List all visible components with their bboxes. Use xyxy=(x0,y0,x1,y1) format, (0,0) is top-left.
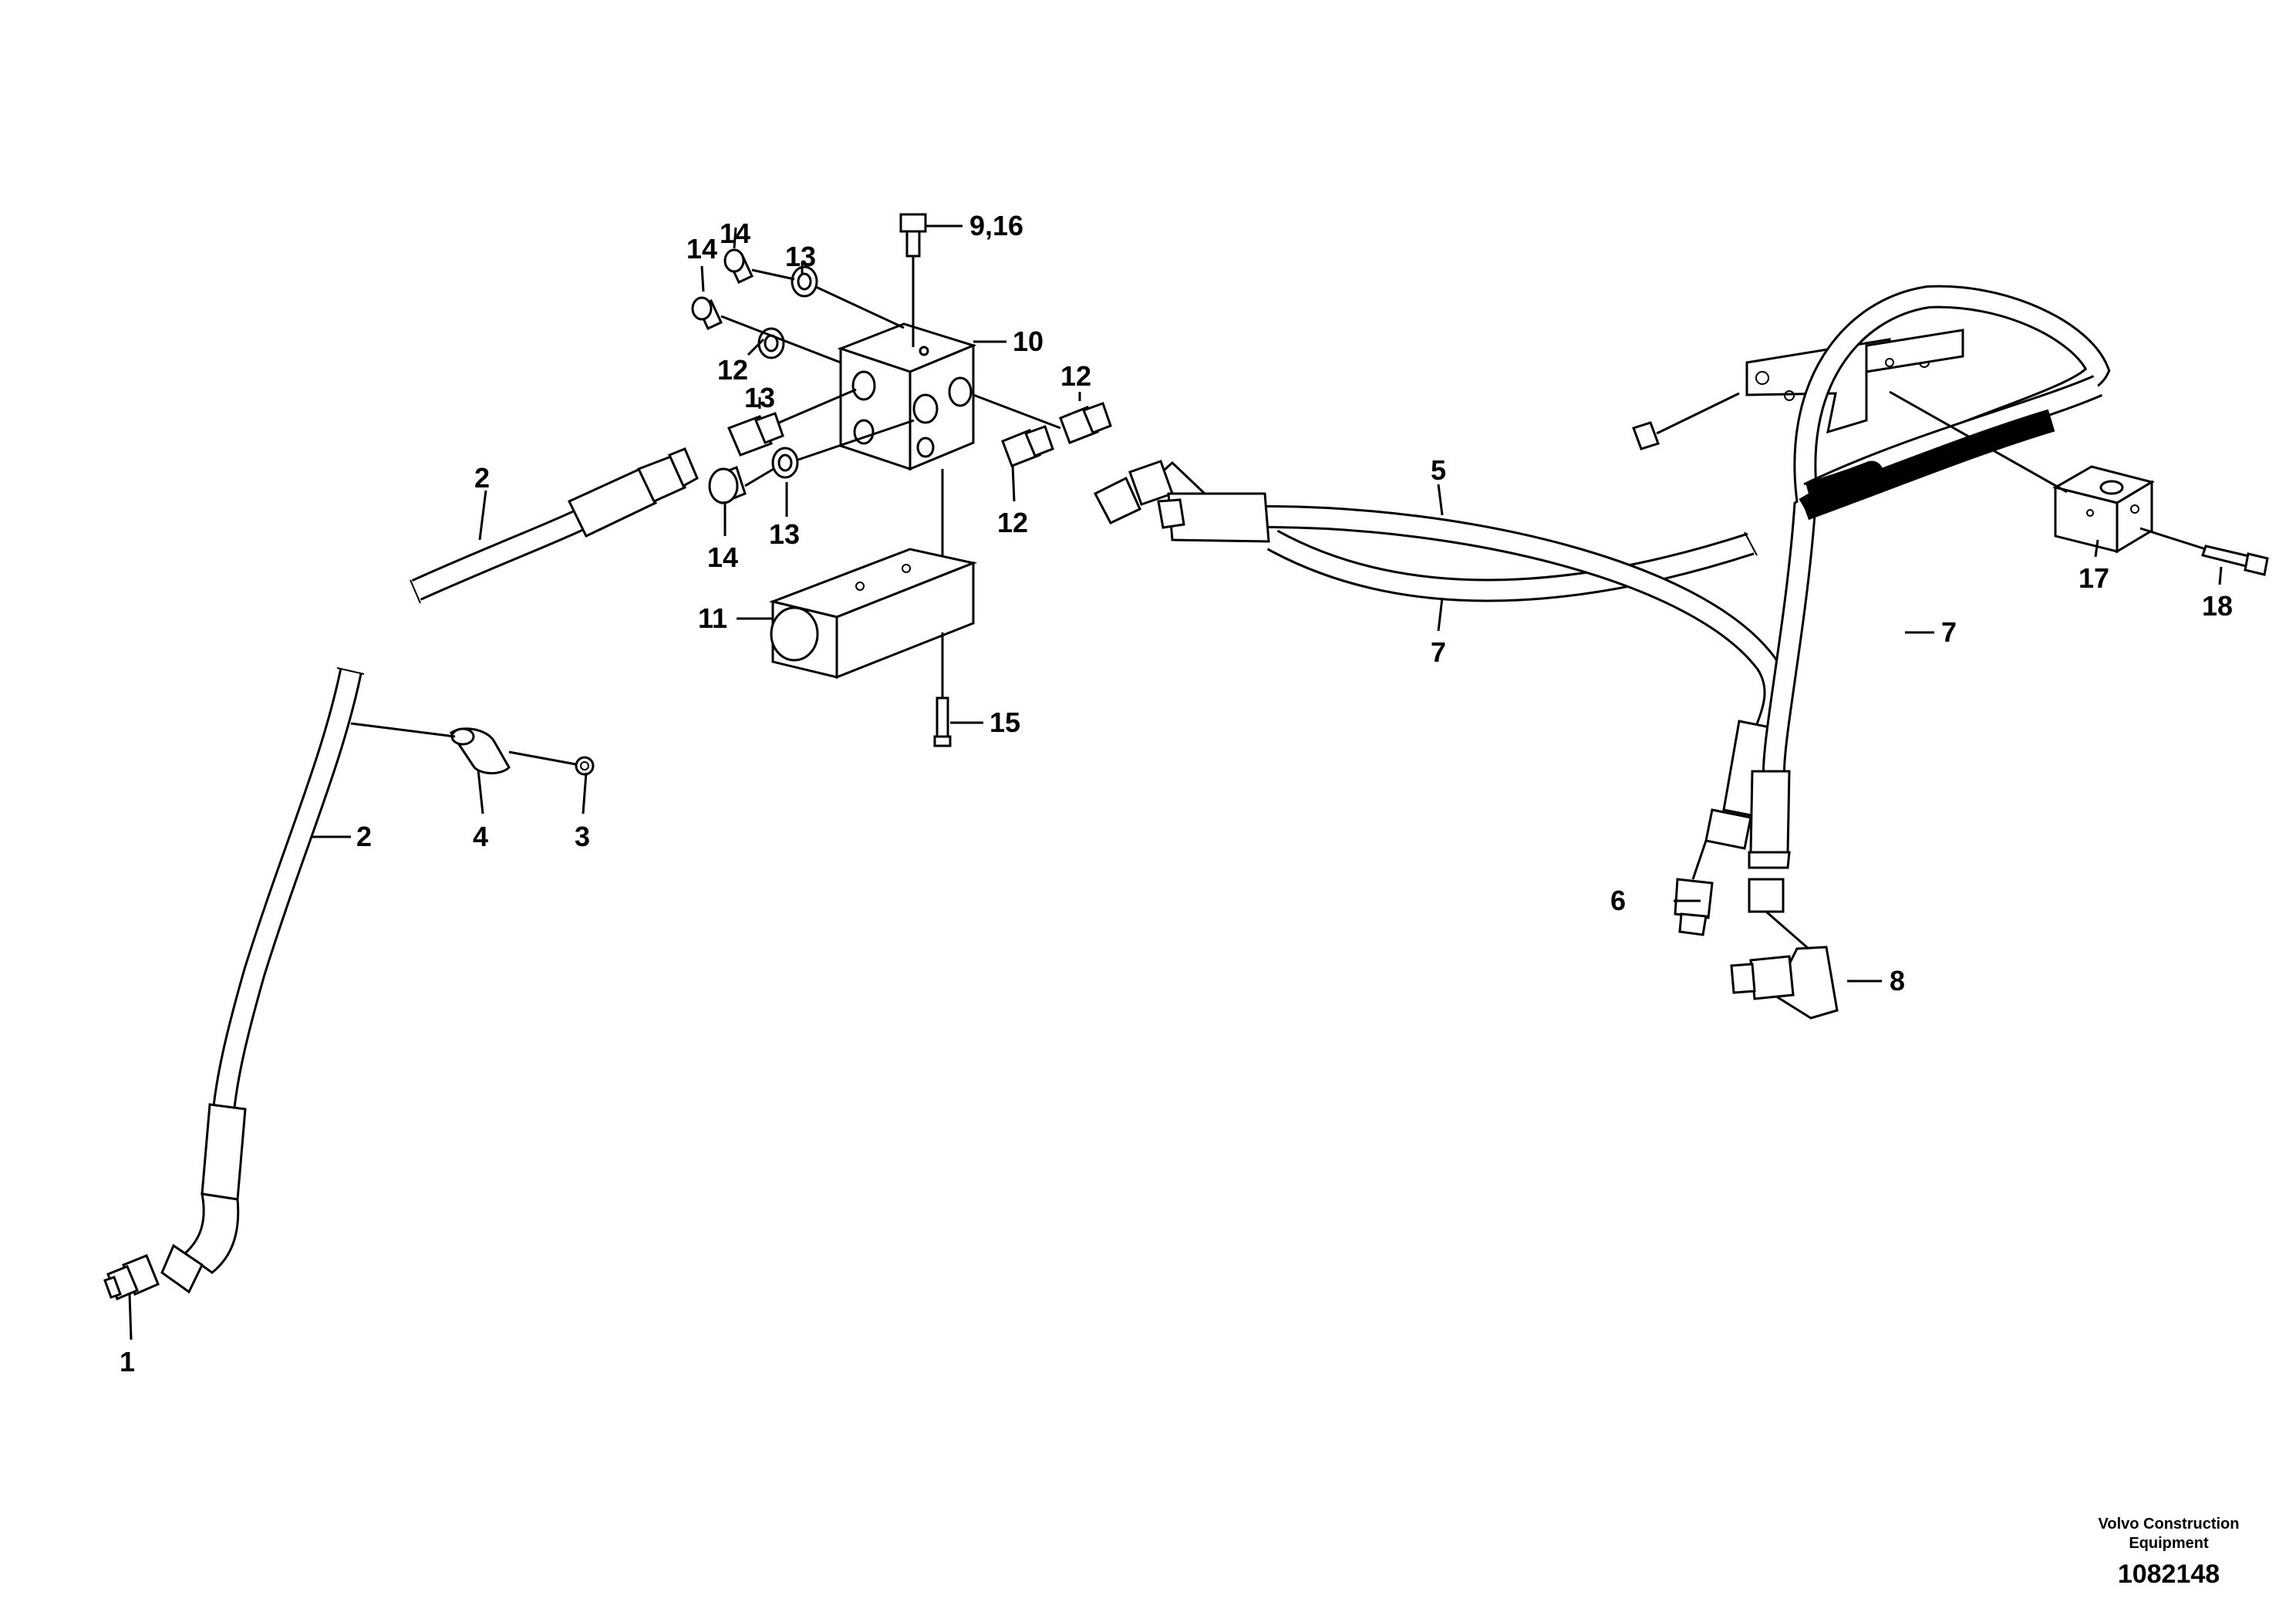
hose-2-upper xyxy=(410,447,699,604)
hose-7-right-sleeve xyxy=(1748,770,1791,913)
callout-2-lower: 2 xyxy=(356,821,372,852)
elbow-fitting-8 xyxy=(1730,946,1839,1020)
bolt-9-16 xyxy=(899,213,927,258)
hose-2-lower xyxy=(160,667,365,1294)
callout-7-center: 7 xyxy=(1431,636,1446,668)
plug-14-top xyxy=(723,248,754,284)
callout-11: 11 xyxy=(698,602,727,634)
callout-7-right: 7 xyxy=(1941,616,1957,648)
adapter-12-left xyxy=(727,412,784,457)
callout-2-upper: 2 xyxy=(474,462,490,494)
fitting-6 xyxy=(1674,878,1714,936)
callout-12-mid: 12 xyxy=(997,507,1028,538)
plug-14-lower xyxy=(708,466,747,504)
washer-13-top xyxy=(791,265,818,298)
plug-14-left xyxy=(691,296,723,330)
callout-12-right: 12 xyxy=(1060,360,1091,392)
hose-7-left-stub xyxy=(1799,409,2055,521)
brand-line-2: Equipment xyxy=(2129,1535,2209,1552)
adapter-12-mid xyxy=(1001,425,1054,467)
callout-13-mid: 13 xyxy=(744,382,775,413)
callout-14-lower: 14 xyxy=(707,541,738,573)
callout-14-top: 14 xyxy=(720,218,750,249)
callout-9-16: 9,16 xyxy=(969,210,1023,241)
clamp-block-17 xyxy=(2052,465,2155,554)
callout-15: 15 xyxy=(990,706,1020,738)
washer-12-top xyxy=(757,327,785,359)
callout-13-top: 13 xyxy=(785,241,816,272)
bolt-18 xyxy=(2201,545,2269,576)
bracket-flange xyxy=(1865,329,1964,373)
adapter-12-right xyxy=(1059,402,1112,444)
bracket-bolt xyxy=(1632,392,1740,450)
callout-6: 6 xyxy=(1610,885,1626,916)
screw-15 xyxy=(933,696,952,747)
hose-7-right xyxy=(1762,285,2111,772)
callout-14-left: 14 xyxy=(686,233,717,265)
hose-7-center xyxy=(1266,529,1758,602)
screw-3 xyxy=(575,756,595,776)
brand-line-1: Volvo Construction xyxy=(2099,1516,2240,1533)
hose-5-fittings xyxy=(1093,460,1270,543)
callout-12-left: 12 xyxy=(717,354,748,386)
drawing-number: 1082148 xyxy=(2118,1560,2220,1589)
washer-13-lower xyxy=(771,447,799,479)
callout-18: 18 xyxy=(2202,590,2233,622)
callout-8: 8 xyxy=(1890,965,1905,996)
hose-2-lower-sleeve xyxy=(160,1103,247,1294)
callout-13-lower: 13 xyxy=(769,518,800,550)
callout-1: 1 xyxy=(120,1346,135,1378)
callout-4: 4 xyxy=(473,821,488,852)
callout-17: 17 xyxy=(2079,562,2109,594)
hose-2-crimp-sleeve xyxy=(567,447,699,538)
callout-5: 5 xyxy=(1431,454,1446,486)
callout-3: 3 xyxy=(575,821,590,852)
callout-10: 10 xyxy=(1013,325,1043,357)
clamp-4 xyxy=(449,727,511,774)
leader-lines xyxy=(128,227,2223,1340)
valve-block-10 xyxy=(837,322,977,471)
valve-cartridge-11 xyxy=(768,548,978,679)
fitting-1 xyxy=(103,1254,160,1300)
